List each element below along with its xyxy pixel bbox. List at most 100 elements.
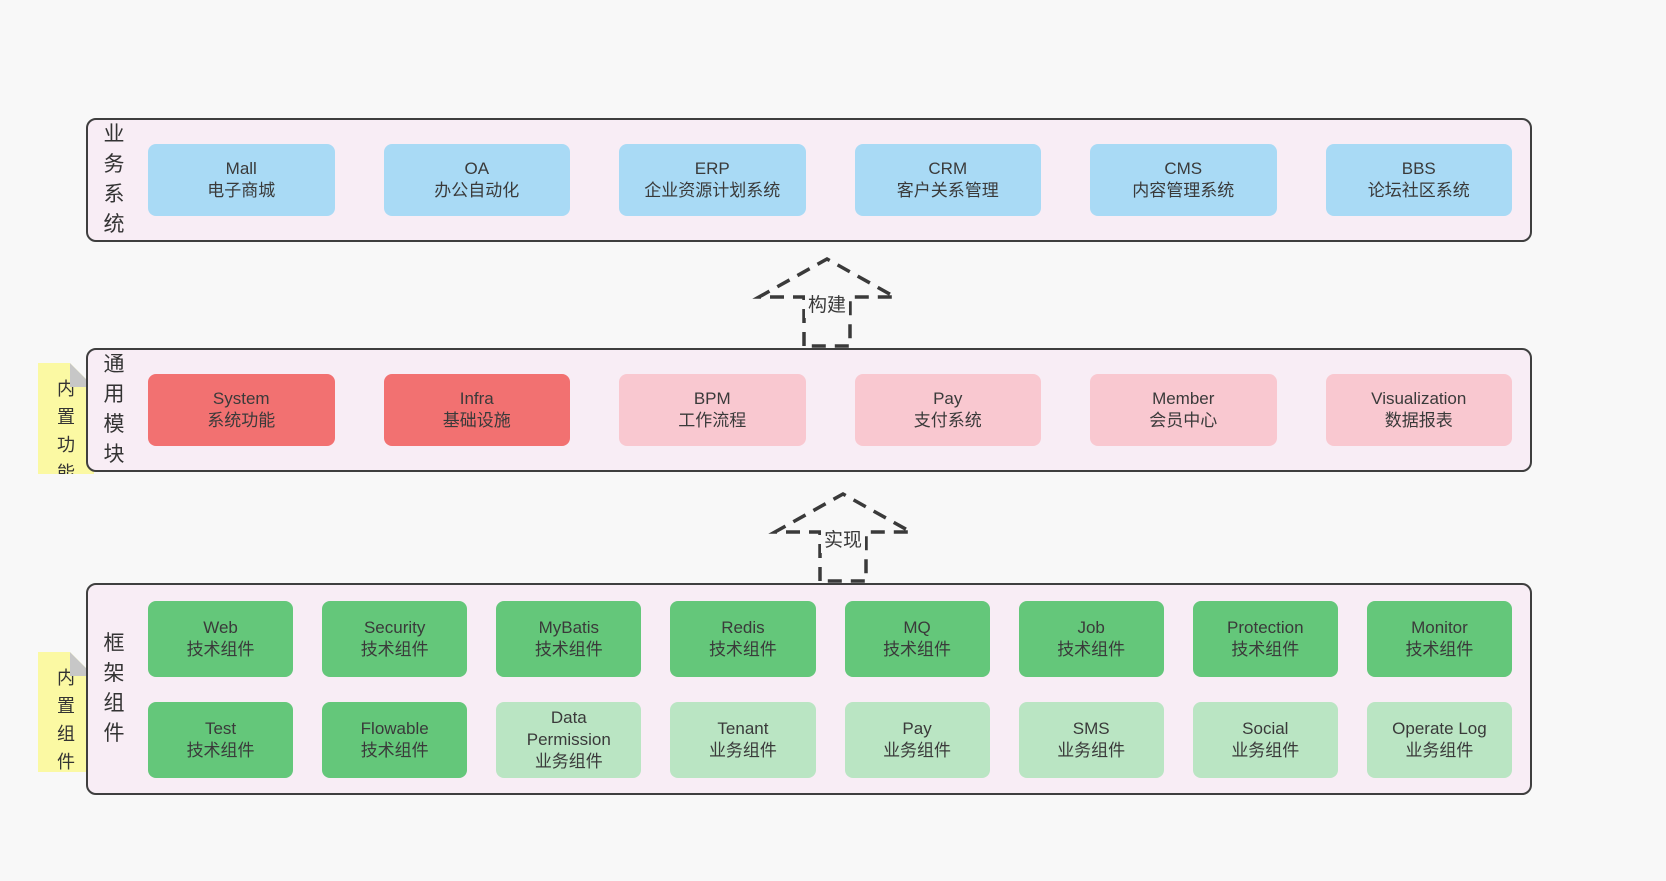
diagram-box-bbs: BBS 论坛社区系统 — [1325, 144, 1512, 216]
box-title: Tenant — [717, 718, 769, 738]
box-subtitle: 技术组件 — [186, 740, 255, 760]
box-subtitle: 办公自动化 — [434, 181, 520, 200]
arrow-build-label: 构建 — [804, 294, 850, 318]
dashed-up-arrow-icon — [768, 491, 918, 583]
arrow-build: 构建 — [747, 253, 907, 348]
box-title: Web — [203, 617, 238, 637]
box-subtitle: 业务组件 — [708, 740, 777, 760]
box-title: Operate Log — [1392, 718, 1487, 738]
box-subtitle: 技术组件 — [1405, 639, 1474, 659]
band-business-systems: 业务系统 Mall 电子商城 OA 办公自动化 ERP 企业资源计划系统 CRM 客户关系管理… — [86, 118, 1532, 242]
box-subtitle: 客户关系管理 — [896, 181, 999, 200]
box-title: BPM — [693, 389, 731, 408]
box-subtitle: 业务组件 — [534, 751, 603, 771]
box-subtitle: 技术组件 — [534, 639, 603, 659]
box-subtitle: 工作流程 — [678, 411, 747, 430]
box-subtitle: 技术组件 — [360, 740, 429, 760]
box-subtitle: 业务组件 — [1057, 740, 1126, 760]
box-subtitle: 基础设施 — [442, 411, 511, 430]
box-subtitle: 论坛社区系统 — [1367, 181, 1470, 200]
box-subtitle: 电子商城 — [207, 181, 276, 200]
band-label-business-systems: 业务系统 — [103, 123, 125, 236]
band-label-common-modules: 通用模块 — [103, 353, 125, 466]
band-label-framework-components: 框架组件 — [103, 632, 125, 745]
box-subtitle: 技术组件 — [186, 639, 255, 659]
box-title: Protection — [1227, 617, 1304, 637]
box-title: Test — [204, 718, 237, 738]
box-subtitle: 内容管理系统 — [1132, 181, 1235, 200]
box-title: Job — [1077, 617, 1105, 637]
box-subtitle: 业务组件 — [883, 740, 952, 760]
box-subtitle: 技术组件 — [1231, 639, 1300, 659]
diagram-box-infra: Infra 基础设施 — [383, 374, 570, 446]
sticky-tag-label: 内置功能 — [57, 379, 75, 483]
box-subtitle: 技术组件 — [883, 639, 952, 659]
box-title: CRM — [928, 159, 968, 178]
sticky-tag-label: 内置组件 — [57, 668, 75, 772]
diagram-box-crm: CRM 客户关系管理 — [854, 144, 1041, 216]
diagram-box-erp: ERP 企业资源计划系统 — [619, 144, 806, 216]
box-row: Mall 电子商城 OA 办公自动化 ERP 企业资源计划系统 CRM 客户关系管理 CMS 内容… — [148, 144, 1512, 216]
box-subtitle: 技术组件 — [1057, 639, 1126, 659]
box-title: Infra — [459, 389, 494, 408]
box-subtitle: 业务组件 — [1405, 740, 1474, 760]
dashed-up-arrow-icon — [752, 256, 902, 348]
box-title: Social — [1242, 718, 1289, 738]
box-title: Security — [363, 617, 426, 637]
box-title: OA — [464, 159, 490, 178]
box-title: Pay — [902, 718, 932, 738]
box-title: ERP — [694, 159, 730, 178]
box-subtitle: 技术组件 — [360, 639, 429, 659]
box-subtitle: 业务组件 — [1231, 740, 1300, 760]
box-title: SMS — [1072, 718, 1110, 738]
box-title: Redis — [721, 617, 765, 637]
box-title: Monitor — [1411, 617, 1468, 637]
diagram-box-oa: OA 办公自动化 — [383, 144, 570, 216]
box-subtitle: 数据报表 — [1384, 411, 1453, 430]
box-subtitle: 企业资源计划系统 — [644, 181, 781, 200]
box-title: MyBatis — [538, 617, 600, 637]
diagram-box-system: System 系统功能 — [148, 374, 335, 446]
box-title: BBS — [1401, 159, 1436, 178]
box-title: Flowable — [360, 718, 429, 738]
arrow-implement-label: 实现 — [820, 529, 866, 553]
box-title: CMS — [1164, 159, 1203, 178]
box-title: System — [212, 389, 270, 408]
box-subtitle: 支付系统 — [913, 411, 982, 430]
box-title: MQ — [903, 617, 931, 637]
band-rows: Mall 电子商城 OA 办公自动化 ERP 企业资源计划系统 CRM 客户关系管理 CMS 内容… — [148, 144, 1512, 216]
box-subtitle: 系统功能 — [207, 411, 276, 430]
arrow-implement: 实现 — [763, 488, 923, 583]
box-title: Member — [1152, 389, 1215, 408]
diagram-box-cms: CMS 内容管理系统 — [1090, 144, 1277, 216]
box-subtitle: 技术组件 — [708, 639, 777, 659]
box-title: Mall — [225, 159, 257, 178]
